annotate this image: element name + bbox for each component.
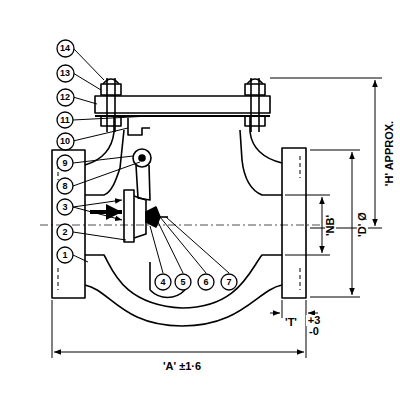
callout-number: 4 <box>160 278 165 287</box>
body-left-wall <box>85 115 114 165</box>
body-right-wall <box>250 115 282 163</box>
dimension-label: 'H' APPROX. <box>385 118 396 187</box>
callout-number: 12 <box>60 93 70 102</box>
callout-ring <box>155 274 171 290</box>
disc-nut <box>146 207 160 227</box>
callout-number: 2 <box>62 228 67 237</box>
callout-number: 3 <box>62 203 67 212</box>
dimension-label: +3 <box>306 315 323 326</box>
callout-circle: 6 <box>197 273 215 291</box>
callout-ring <box>221 274 237 290</box>
callout-number: 9 <box>62 159 67 168</box>
leader-lines <box>73 48 229 273</box>
callout-ring <box>57 247 73 263</box>
dimension-label: 'T' <box>283 317 299 328</box>
dimension-label: 'NB' <box>326 212 337 237</box>
callout-ring <box>57 65 74 82</box>
callout-number: 6 <box>203 278 208 287</box>
callout-ring <box>57 199 73 215</box>
callout-circle: 5 <box>174 273 192 291</box>
hinge-pin <box>139 155 145 161</box>
callout-circle: 12 <box>56 88 75 107</box>
stud-bolts <box>101 78 265 132</box>
callout-circle: 1 <box>56 246 74 264</box>
dimension-label: 'A' ±1·6 <box>161 361 203 372</box>
callout-number: 1 <box>62 251 67 260</box>
callout-circle: 14 <box>56 39 75 58</box>
body-inner-bottom <box>85 255 282 308</box>
callout-circle: 2 <box>56 223 74 241</box>
callout-number: 8 <box>62 182 67 191</box>
body-inner-left <box>85 130 124 195</box>
callout-ring <box>57 178 73 194</box>
callout-ring <box>57 89 74 106</box>
callout-ring <box>175 274 191 290</box>
cover <box>95 96 270 113</box>
flange-bolt-holes <box>58 156 300 290</box>
disc-boss <box>134 196 146 238</box>
hinge-pin-boss <box>133 149 151 167</box>
callout-circle: 7 <box>220 273 238 291</box>
callout-circle: 11 <box>56 111 74 129</box>
body-inner-right <box>240 130 282 195</box>
flow-arrow <box>90 210 122 214</box>
callout-number: 10 <box>60 137 70 146</box>
callout-number: 5 <box>180 278 185 287</box>
callout-ring <box>57 40 74 57</box>
callout-number: 13 <box>60 69 70 78</box>
callout-ring <box>57 155 73 171</box>
callout-ring <box>57 224 73 240</box>
callout-ring <box>198 274 214 290</box>
disc <box>124 190 134 242</box>
hinge-bracket <box>128 118 150 135</box>
hinge-arm <box>136 165 150 200</box>
callout-circle: 3 <box>56 198 74 216</box>
dimension-label: 'D' Ø <box>356 210 367 239</box>
callout-circle: 4 <box>154 273 172 291</box>
callout-number: 7 <box>226 278 231 287</box>
callout-ring <box>57 112 73 128</box>
callout-ring <box>57 133 74 150</box>
callout-circle: 13 <box>56 64 75 83</box>
inlet-flange <box>52 150 85 298</box>
callout-number: 14 <box>60 44 70 53</box>
callout-circle: 8 <box>56 177 74 195</box>
outlet-flange <box>282 148 306 298</box>
centre-line <box>40 225 320 226</box>
dimension-lines <box>52 78 382 358</box>
callout-circle: 10 <box>56 132 75 151</box>
dimension-label: -0 <box>307 326 321 337</box>
callout-number: 11 <box>60 116 70 125</box>
callout-circle: 9 <box>56 154 74 172</box>
